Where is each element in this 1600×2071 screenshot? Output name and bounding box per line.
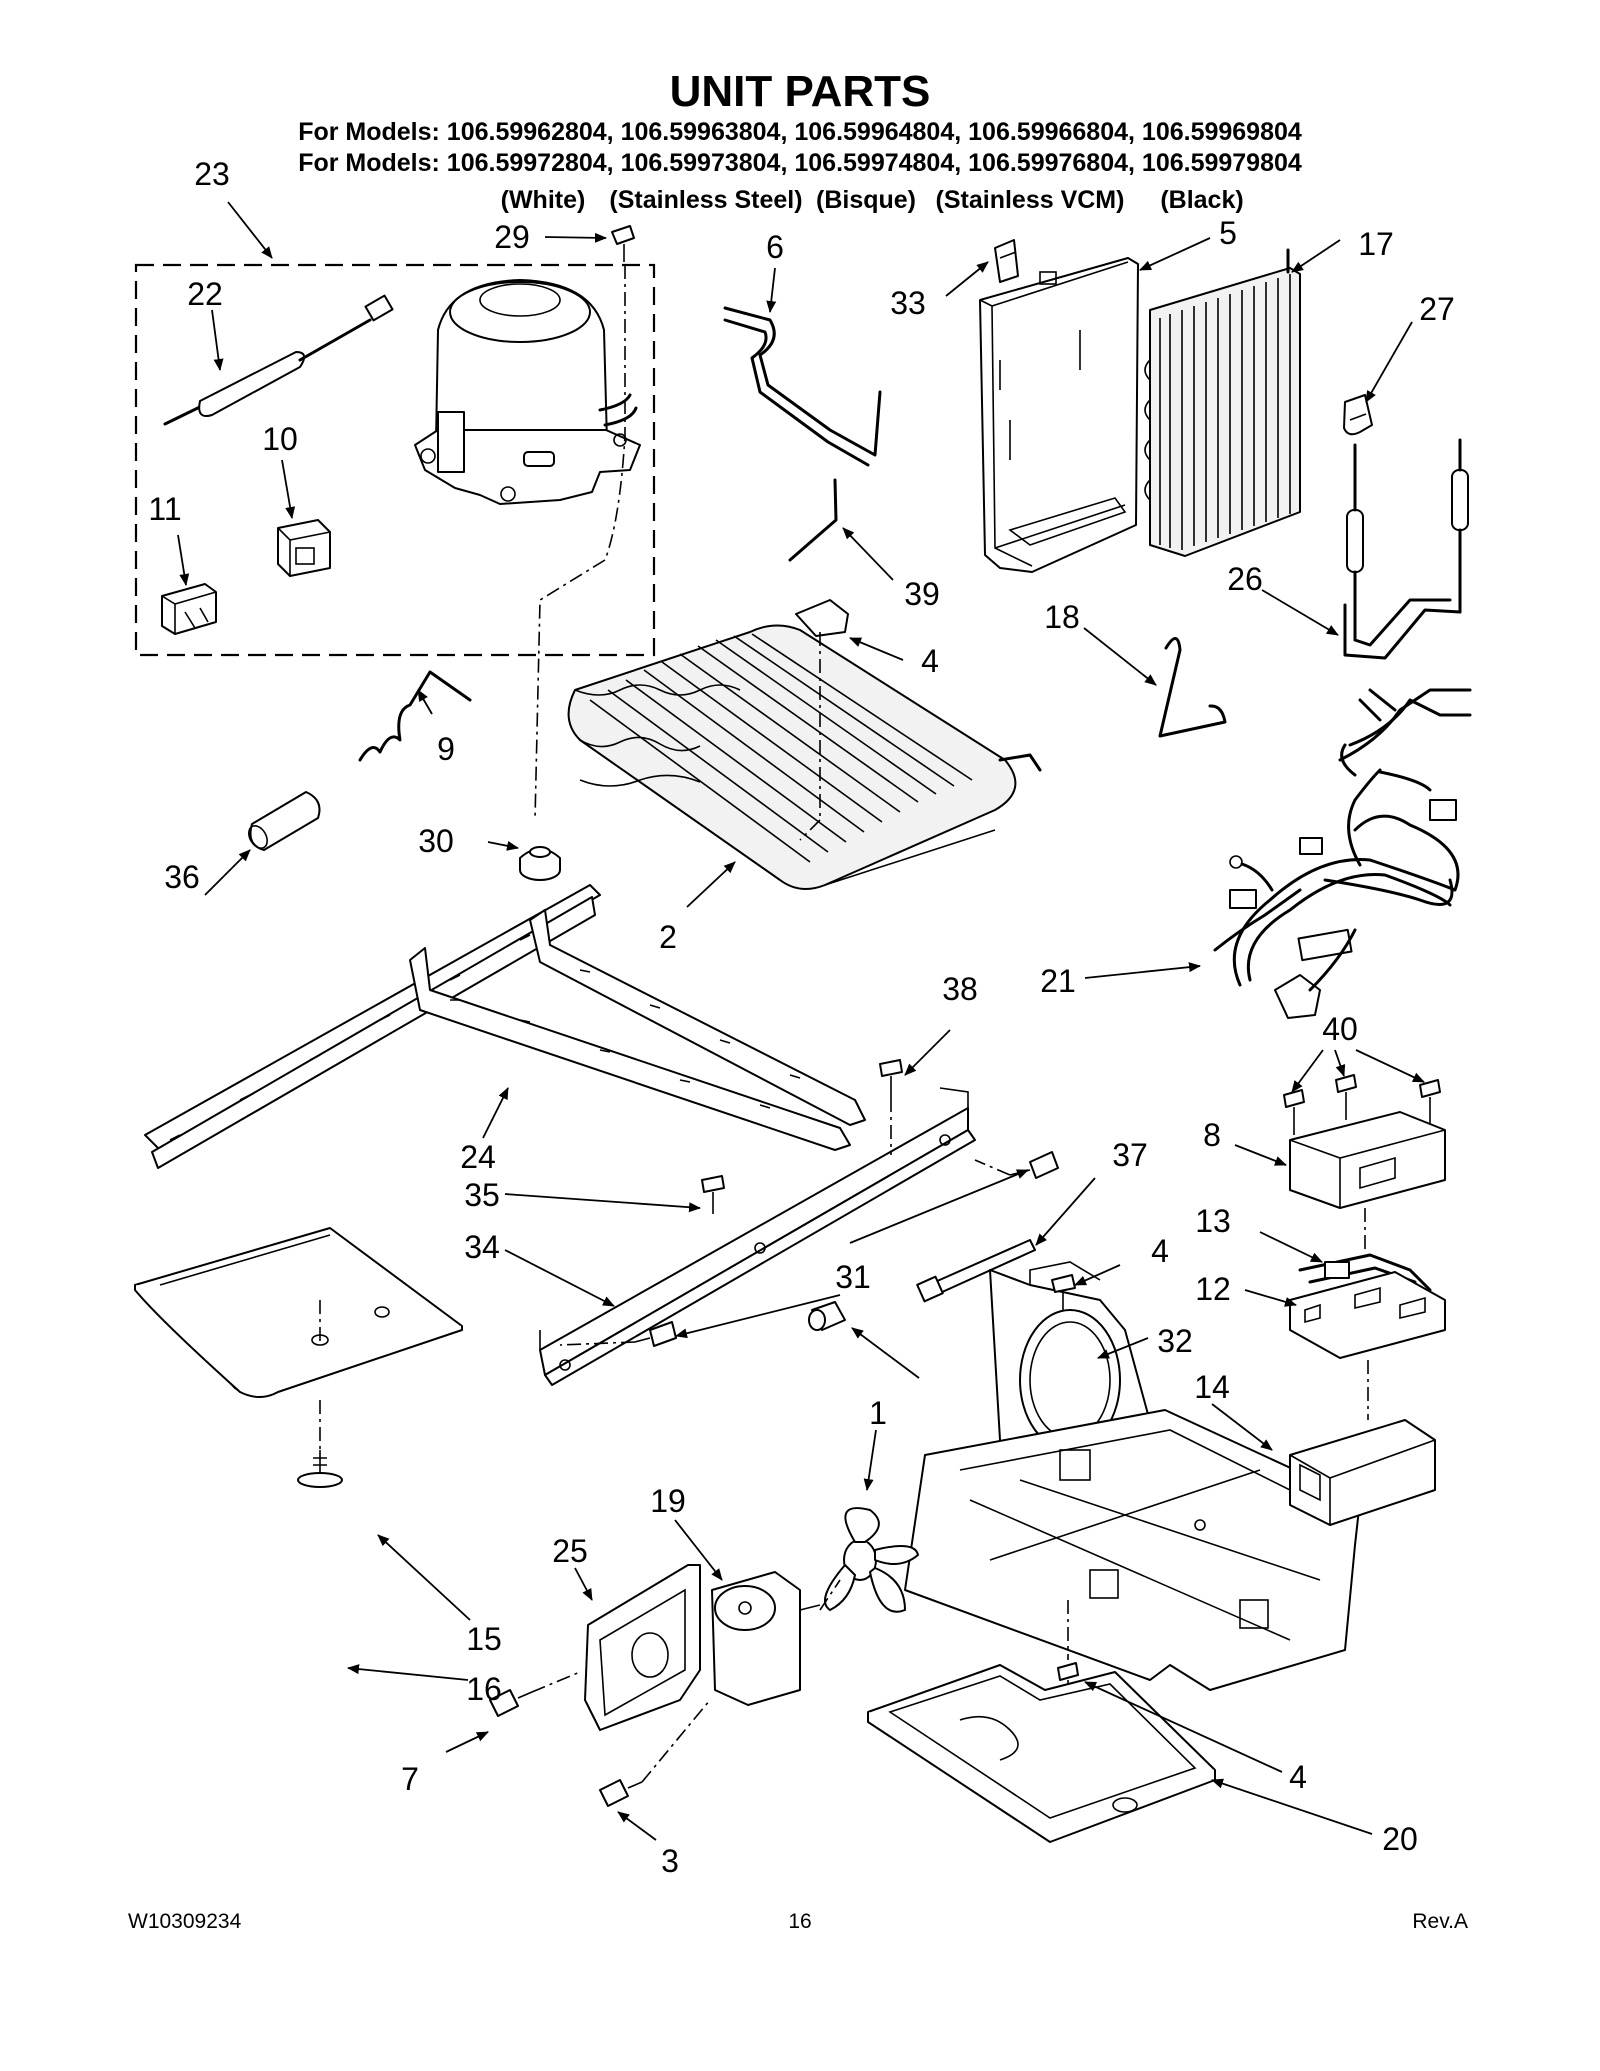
callout-32: 33 — [890, 285, 926, 321]
callout-35: 36 — [164, 859, 200, 895]
callout-3: 3 — [661, 1843, 679, 1879]
compressor-kit-box — [134, 263, 656, 657]
callout-30: 31 — [835, 1259, 871, 1295]
color-white: (White) — [501, 186, 586, 214]
callout-36: 37 — [1112, 1137, 1148, 1173]
callout-21: 21 — [1040, 963, 1076, 999]
drip-tray-cover — [134, 1227, 463, 1398]
callout-34: 35 — [464, 1177, 500, 1213]
models-line-2: For Models: 106.59972804, 106.59973804, … — [298, 149, 1302, 177]
callout-22: 22 — [187, 276, 223, 312]
screw-40-left — [1283, 1089, 1305, 1135]
color-black: (Black) — [1160, 186, 1243, 214]
clip-27 — [1343, 394, 1373, 436]
screw-34 — [701, 1175, 725, 1214]
screw-7 — [489, 1689, 533, 1717]
screw-40-center — [1335, 1074, 1357, 1120]
motor-bracket — [584, 1564, 701, 1731]
callout-1: 1 — [869, 1395, 887, 1431]
control-cover — [1289, 1111, 1446, 1209]
callout-numbers: 23 29 22 10 11 6 33 5 17 27 26 39 18 4 9… — [148, 156, 1454, 1879]
callout-4-top: 4 — [921, 643, 939, 679]
callout-38: 39 — [904, 576, 940, 612]
callout-17: 17 — [1358, 226, 1394, 262]
callout-23: 23 — [194, 156, 230, 192]
clip-32 — [994, 239, 1019, 283]
tube-38 — [788, 478, 838, 562]
compressor — [414, 279, 641, 505]
drier-tube — [1343, 438, 1469, 660]
callout-24: 24 — [460, 1139, 496, 1175]
doc-number: W10309234 — [128, 1910, 242, 1933]
callout-16: 16 — [466, 1671, 502, 1707]
callout-15: 15 — [466, 1621, 502, 1657]
fan-blade — [824, 1507, 919, 1613]
overload — [161, 583, 217, 635]
screw-37 — [879, 1059, 903, 1098]
page-number: 16 — [788, 1910, 811, 1933]
callout-37: 38 — [942, 971, 978, 1007]
callout-5: 5 — [1219, 215, 1237, 251]
color-stainless-steel: (Stainless Steel) — [609, 186, 802, 214]
callout-28: 29 — [494, 219, 530, 255]
capillary-drier — [163, 294, 394, 426]
page-title: UNIT PARTS — [670, 67, 931, 116]
callout-19: 19 — [650, 1483, 686, 1519]
machine-compartment-pan — [904, 1409, 1361, 1691]
callout-10: 10 — [262, 421, 298, 457]
callout-13: 13 — [1195, 1203, 1231, 1239]
base-frame — [144, 884, 866, 1169]
evaporator — [1144, 248, 1301, 557]
models-line-1: For Models: 106.59962804, 106.59963804, … — [298, 118, 1302, 146]
callout-8: 8 — [1203, 1117, 1221, 1153]
callout-4-bottom: 4 — [1289, 1759, 1307, 1795]
bushing — [808, 1301, 846, 1331]
wire-clip — [358, 670, 472, 762]
callout-4-shroud: 4 — [1151, 1233, 1169, 1269]
fan-motor — [711, 1571, 821, 1706]
color-stainless-vcm: (Stainless VCM) — [936, 186, 1125, 214]
callout-27: 27 — [1419, 291, 1455, 327]
evaporator-cover — [979, 257, 1139, 573]
callout-6: 6 — [766, 229, 784, 265]
screw-28 — [611, 225, 635, 262]
tube-6 — [723, 306, 882, 457]
callout-18: 18 — [1044, 599, 1080, 635]
fan-shroud — [989, 1261, 1156, 1461]
callout-40: 40 — [1322, 1011, 1358, 1047]
grommet — [519, 846, 561, 881]
drain-pan — [867, 1664, 1216, 1843]
callout-29: 30 — [418, 823, 454, 859]
sleeve — [248, 791, 321, 851]
hanger-wire — [1158, 637, 1227, 738]
crossbar — [539, 1087, 976, 1386]
callout-9: 9 — [437, 731, 455, 767]
wiring-harness — [1213, 688, 1472, 1019]
callout-2: 2 — [659, 919, 677, 955]
screw-3 — [599, 1779, 643, 1807]
callout-11: 11 — [148, 491, 181, 527]
callout-25: 25 — [552, 1533, 588, 1569]
color-bisque: (Bisque) — [816, 186, 916, 214]
condenser — [567, 624, 1042, 890]
callout-14: 14 — [1194, 1369, 1230, 1405]
tube-6-inner — [723, 318, 870, 467]
callout-33: 34 — [464, 1229, 500, 1265]
callout-20: 20 — [1382, 1821, 1418, 1857]
callout-31: 32 — [1157, 1323, 1193, 1359]
callout-12: 12 — [1195, 1271, 1231, 1307]
relay — [277, 519, 331, 577]
callout-7: 7 — [401, 1761, 419, 1797]
screw-40-right — [1419, 1079, 1441, 1125]
leveling-foot — [297, 1450, 343, 1488]
cable-tie — [916, 1239, 1036, 1303]
clip-4-top — [795, 599, 849, 637]
control-board — [1289, 1271, 1446, 1359]
leader-lines — [177, 201, 1425, 1841]
control-box — [1289, 1419, 1436, 1526]
revision: Rev.A — [1412, 1910, 1468, 1933]
screw-4-shroud — [1051, 1274, 1076, 1310]
callout-26: 26 — [1227, 561, 1263, 597]
